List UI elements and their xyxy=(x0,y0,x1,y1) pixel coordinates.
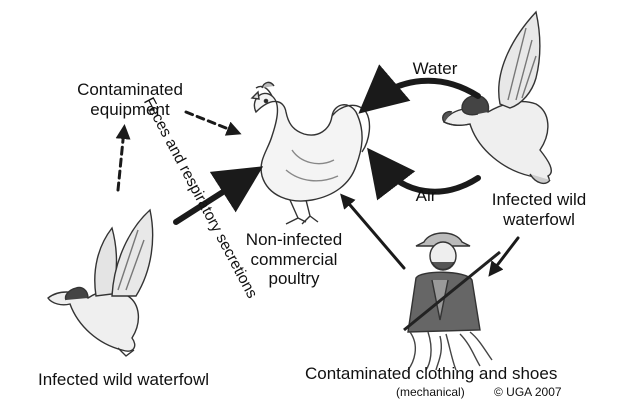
label-infected-wild-waterfowl-left: Infected wild waterfowl xyxy=(38,370,210,389)
arrow-droppings-to-equipment xyxy=(115,124,131,192)
transmission-arrows xyxy=(115,64,520,277)
label-contaminated-equipment: Contaminated equipment xyxy=(77,80,183,119)
arrow-equipment-to-poultry xyxy=(184,110,242,136)
hunter-illustration xyxy=(403,232,501,371)
label-mechanical: (mechanical) xyxy=(396,385,465,399)
chicken-illustration xyxy=(250,81,371,225)
label-copyright: © UGA 2007 xyxy=(494,385,562,399)
label-infected-wild-waterfowl-right: Infected wild waterfowl xyxy=(491,190,587,229)
arrow-clothing-to-poultry xyxy=(340,193,406,270)
label-water: Water xyxy=(412,59,458,78)
arrow-waterfowl-to-poultry xyxy=(173,166,264,225)
arrow-waterfowl-to-clothing xyxy=(488,236,520,277)
label-contaminated-clothing: Contaminated clothing and shoes xyxy=(305,364,558,383)
flying-duck-illustration xyxy=(442,10,552,185)
label-non-infected-poultry: Non-infected commercial poultry xyxy=(245,230,343,289)
landing-duck-illustration xyxy=(47,208,154,357)
label-air: Air xyxy=(415,186,437,205)
arrow-water xyxy=(358,64,481,114)
arrow-air xyxy=(367,147,481,201)
